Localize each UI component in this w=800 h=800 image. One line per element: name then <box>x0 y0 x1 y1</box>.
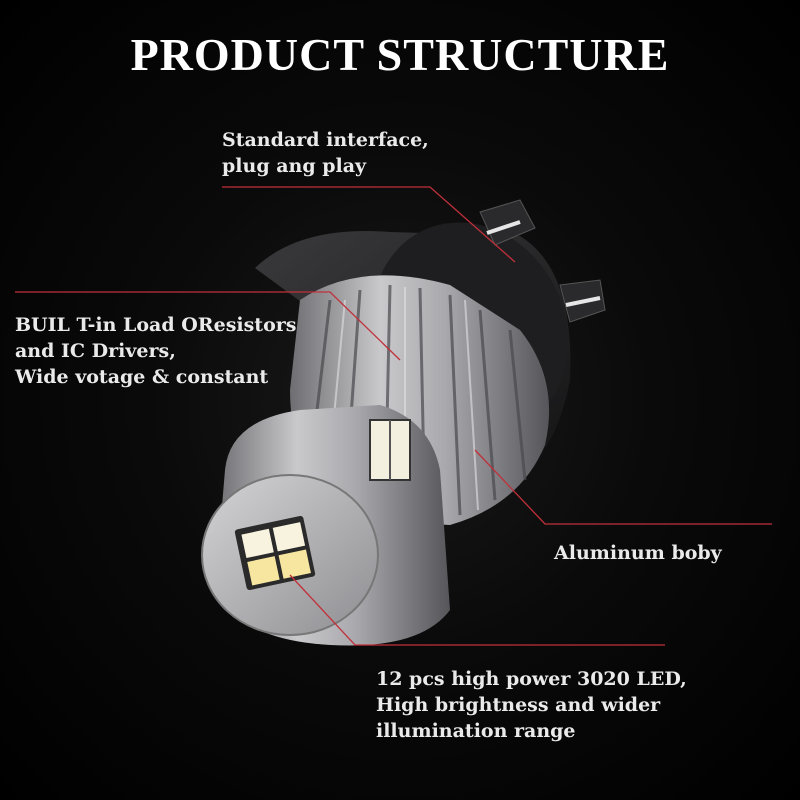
front-led-chips <box>234 515 316 591</box>
leader-line-led <box>289 574 665 646</box>
page-title: PRODUCT STRUCTURE <box>130 29 670 80</box>
callout-led-chips: 12 pcs high power 3020 LED, High brightn… <box>376 666 687 744</box>
callout-text-line: Standard interface, <box>222 129 429 151</box>
callout-text-line: Aluminum boby <box>554 542 722 564</box>
callout-text-line: Wide votage & constant <box>15 366 269 388</box>
leader-line-resistors <box>15 291 401 361</box>
callout-text-line: BUIL T-in Load OResistors <box>15 314 297 336</box>
callout-standard-interface: Standard interface, plug ang play <box>222 127 429 179</box>
leader-line-interface <box>222 186 516 263</box>
callout-text-line: High brightness and wider <box>376 694 661 716</box>
leader-lines <box>15 186 772 646</box>
plug-tabs <box>479 199 606 323</box>
callout-text-line: plug ang play <box>222 155 367 177</box>
callout-text-line: illumination range <box>376 720 576 742</box>
callout-resistors: BUIL T-in Load OResistors and IC Drivers… <box>15 312 296 390</box>
callout-text-line: and IC Drivers, <box>15 340 176 362</box>
callout-aluminum-body: Aluminum boby <box>554 540 722 566</box>
callout-text-line: 12 pcs high power 3020 LED, <box>376 668 687 690</box>
led-column <box>201 405 450 646</box>
leader-line-aluminum <box>474 449 772 525</box>
